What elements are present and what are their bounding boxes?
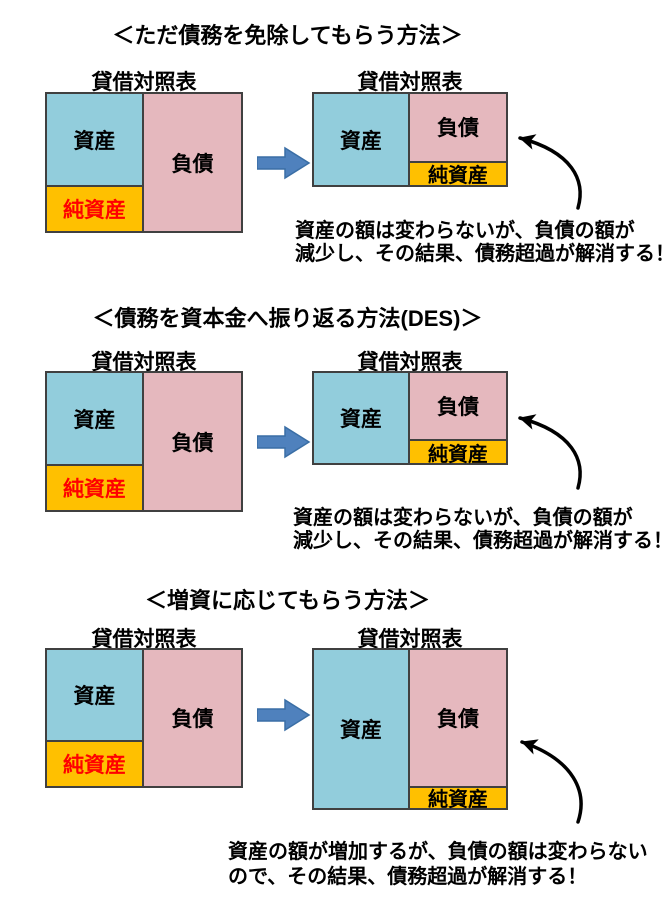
balance-sheet-title: 貸借対照表 [91, 71, 197, 94]
balance-sheet-after: 資産 負債 純資産 [312, 371, 508, 466]
equity-cell: 純資産 [47, 185, 144, 231]
balance-sheet-title: 貸借対照表 [357, 351, 463, 374]
asset-cell: 資産 [47, 650, 144, 741]
caption-line-1: 資産の額が増加するが、負債の額は変わらない [228, 841, 648, 863]
balance-sheet-title: 貸借対照表 [91, 351, 197, 374]
liability-cell: 負債 [144, 373, 241, 510]
pointer-arrow-icon [518, 414, 582, 490]
liability-cell: 負債 [144, 94, 241, 231]
equity-cell: 純資産 [47, 464, 144, 510]
caption-line-2: 減少し、その結果、債務超過が解消する！ [293, 530, 670, 552]
balance-sheet-before: 資産 純資産 負債 [45, 92, 243, 233]
equity-cell: 純資産 [47, 740, 144, 786]
asset-cell: 資産 [314, 650, 410, 808]
balance-sheet-title: 貸借対照表 [357, 628, 463, 651]
pointer-arrow-icon [518, 134, 582, 210]
section-title: ＜ただ債務を免除してもらう方法＞ [112, 23, 463, 48]
asset-cell: 資産 [47, 373, 144, 465]
caption-line-2: 減少し、その結果、債務超過が解消する！ [295, 243, 670, 265]
balance-sheet-title: 貸借対照表 [357, 71, 463, 94]
caption-line-1: 資産の額は変わらないが、負債の額が [295, 220, 635, 242]
transform-arrow-icon [257, 425, 311, 459]
balance-sheet-title: 貸借対照表 [91, 628, 197, 651]
asset-cell: 資産 [47, 94, 144, 186]
transform-arrow-icon [257, 146, 311, 180]
section-title: ＜債務を資本金へ振り返る方法(DES)＞ [92, 306, 483, 331]
transform-arrow-icon [257, 698, 311, 732]
equity-cell: 純資産 [410, 439, 506, 466]
liability-cell: 負債 [410, 373, 506, 440]
balance-sheet-before: 資産 純資産 負債 [45, 371, 243, 512]
equity-cell: 純資産 [410, 785, 506, 811]
caption-line-1: 資産の額は変わらないが、負債の額が [293, 507, 633, 529]
asset-cell: 資産 [314, 373, 410, 463]
balance-sheet-before: 資産 純資産 負債 [45, 648, 243, 788]
liability-cell: 負債 [144, 650, 241, 786]
section-title: ＜増資に応じてもらう方法＞ [145, 588, 430, 613]
asset-cell: 資産 [314, 94, 410, 185]
pointer-arrow-icon [520, 739, 583, 824]
equity-cell: 純資産 [410, 160, 506, 187]
balance-sheet-after: 資産 負債 純資産 [312, 92, 508, 187]
liability-cell: 負債 [410, 94, 506, 161]
liability-cell: 負債 [410, 650, 506, 786]
balance-sheet-after: 資産 負債 純資産 [312, 648, 508, 811]
caption-line-2: ので、その結果、債務超過が解消する！ [228, 866, 588, 888]
